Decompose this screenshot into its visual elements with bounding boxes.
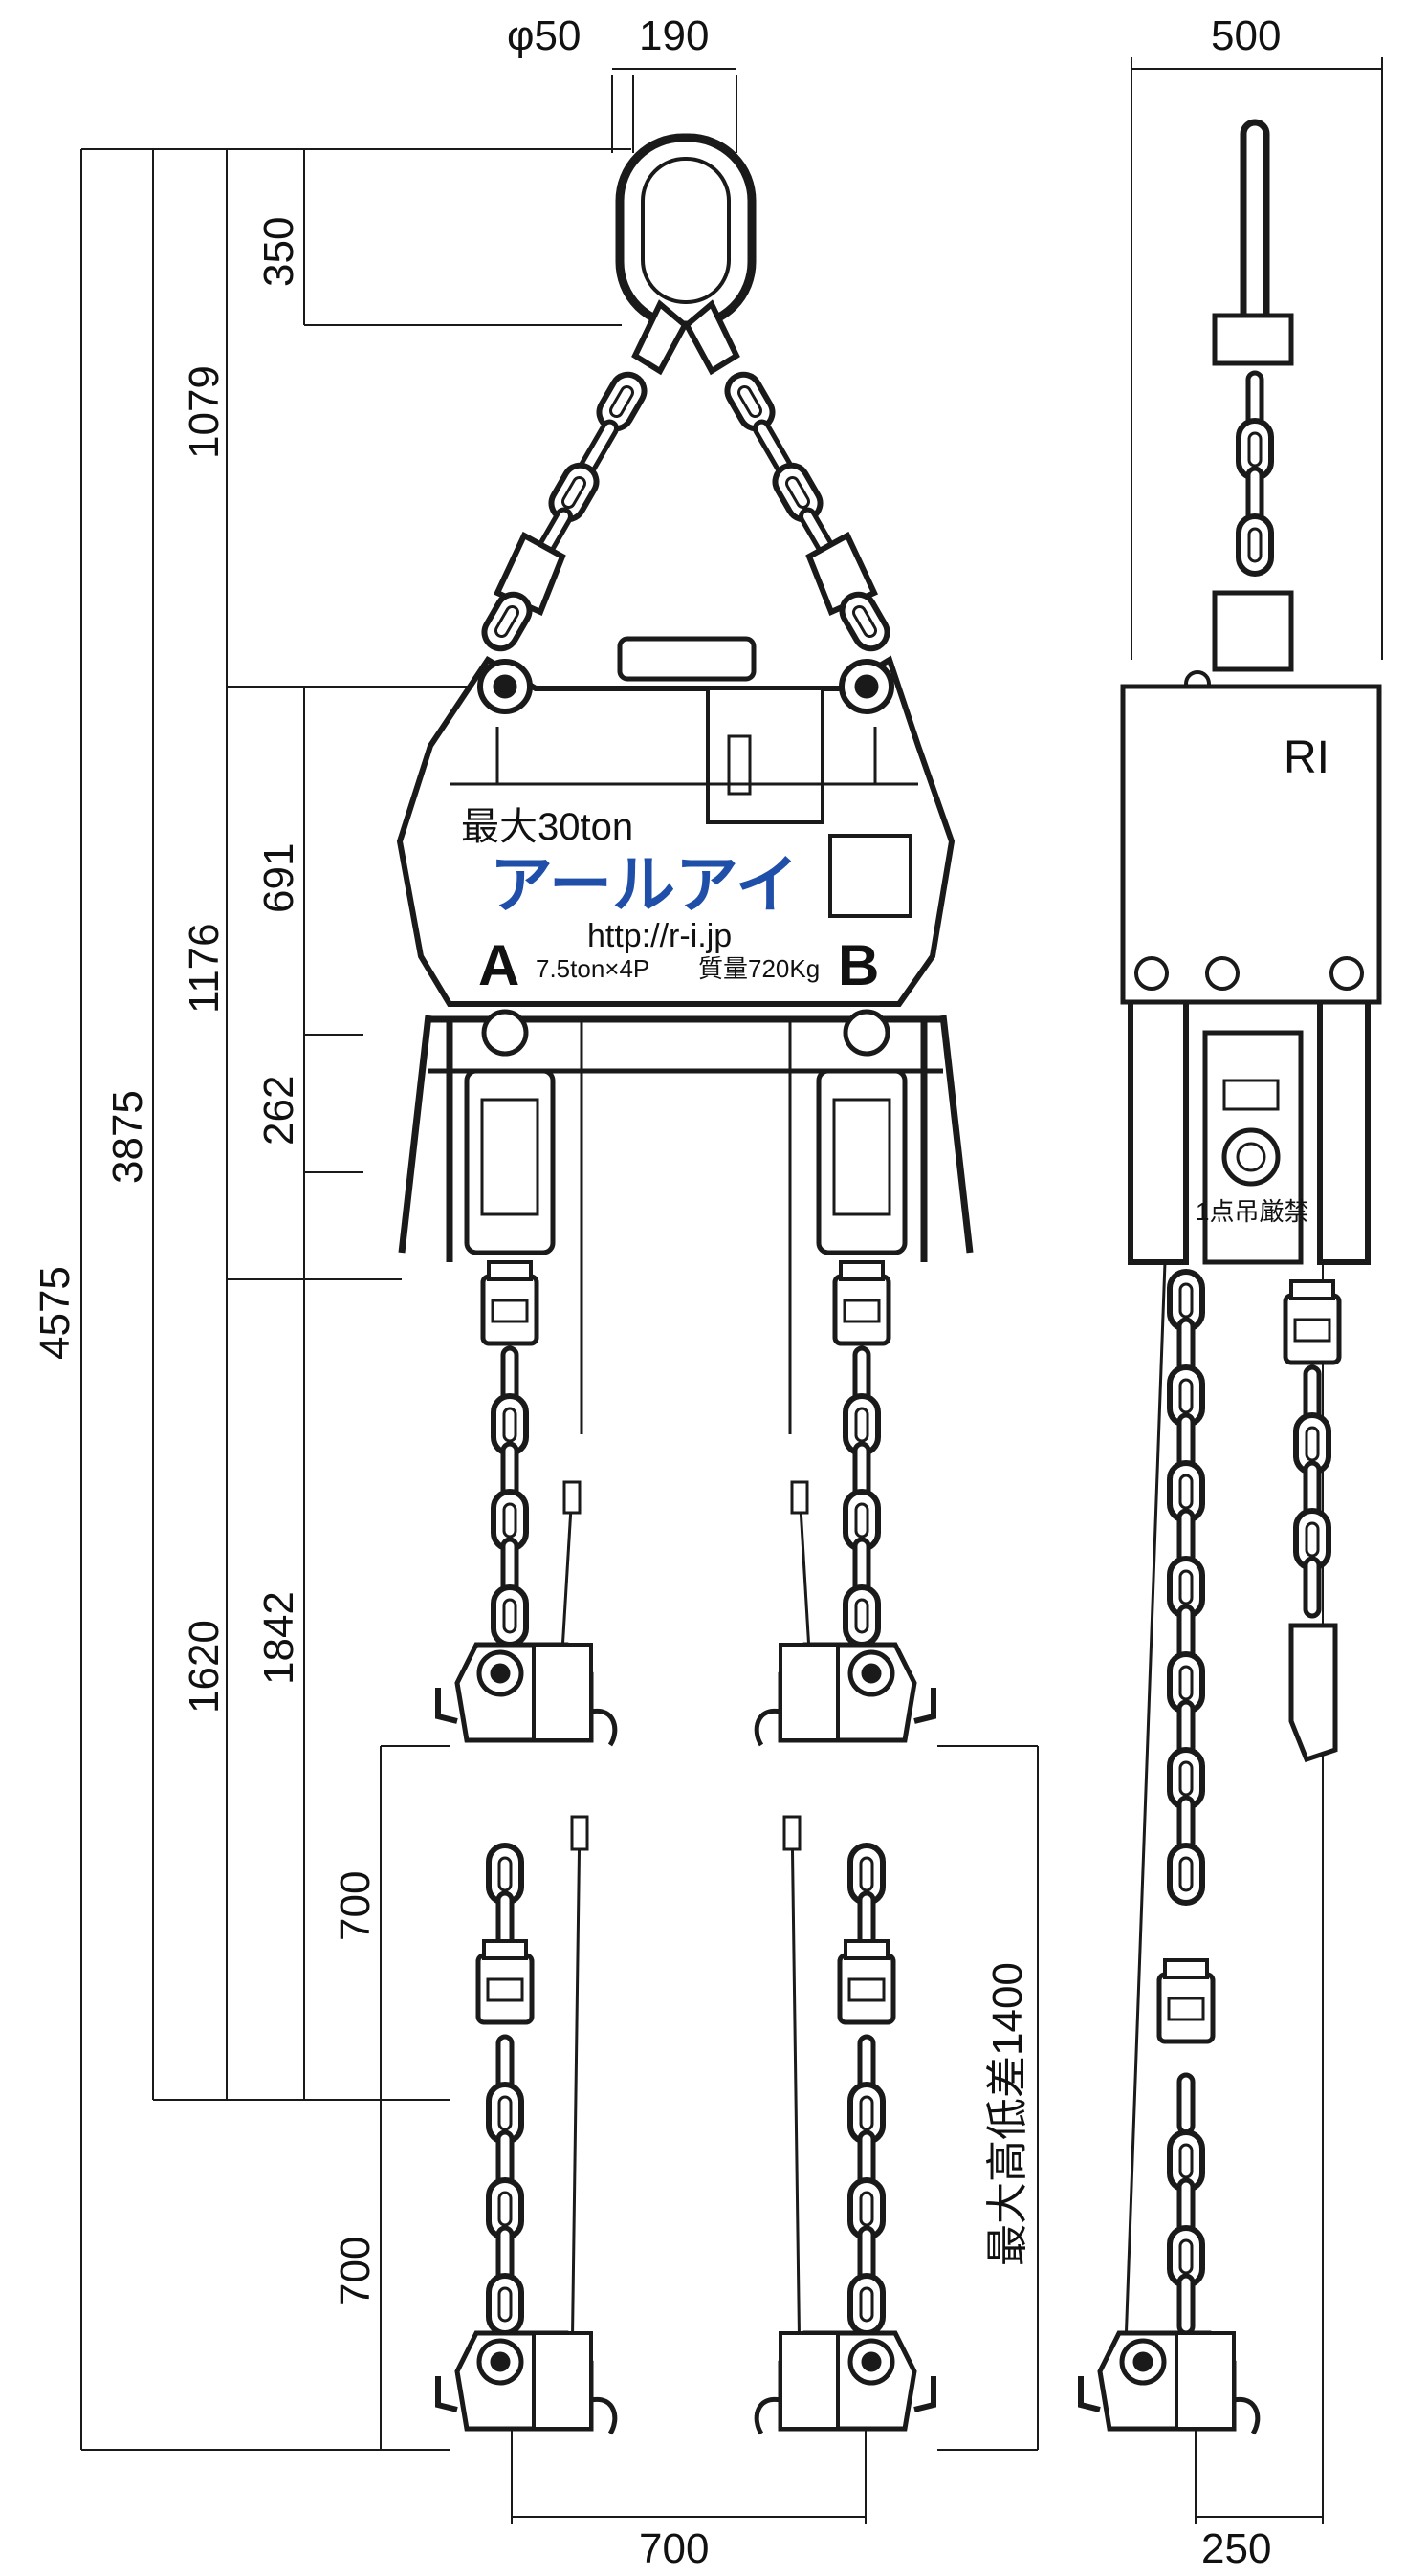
hoist-unit-a [464,1009,556,1343]
hook-block-a-upper [438,1645,615,1745]
dim-stroke-lower: 700 [332,2237,379,2306]
brand-logo: アールアイ [490,848,799,922]
hoist-body-labels: 最大30ton アールアイ http://r-i.jp A B 7.5ton×4… [461,806,879,997]
left-sling-chain [478,369,649,655]
hook-block-b-lower [757,2333,934,2434]
side-chain-long [1159,1272,1213,2333]
dim-body-height: 691 [255,843,302,913]
side-chain-short [1285,1281,1339,1616]
chain-a-upper [494,1348,526,1645]
dim-ring-width: 190 [639,12,709,59]
side-a-label: A [478,933,519,997]
dim-side-offset: 250 [1201,2525,1271,2572]
side-view: RI 1点吊厳禁 [1081,119,1382,2434]
website-url: http://r-i.jp [587,918,732,954]
dim-ring-height: 350 [255,217,302,287]
dimension-lines [80,57,1383,2524]
dim-stroke-upper: 700 [332,1871,379,1941]
side-hook-block-lower [1081,2333,1258,2434]
front-view [396,133,974,2434]
dim-pin-diameter: φ50 [507,12,581,59]
dim-hook-reach-b: 1842 [255,1591,302,1685]
max-capacity-label: 最大30ton [461,806,633,848]
dim-hook-spacing: 700 [639,2525,709,2572]
dim-overall-length: 4575 [32,1266,78,1360]
side-b-label: B [838,933,879,997]
chain-b-upper [846,1348,878,1645]
hook-block-a-lower [438,2333,615,2434]
hoist-unit-b [816,1009,908,1343]
hook-block-b-upper [757,1645,934,1745]
dimension-labels: φ50 190 500 350 1079 691 4575 3875 1176 … [32,12,1281,2572]
dim-side-width: 500 [1211,12,1281,59]
side-body [1120,684,1382,1005]
rating-label: 7.5ton×4P [536,954,649,983]
dim-ring-to-body: 1079 [181,365,228,459]
side-warning-label: 1点吊厳禁 [1196,1197,1308,1226]
dim-hook-reach-a: 1620 [181,1620,228,1714]
dim-body-to-frame: 1176 [181,923,228,1014]
dim-frame-drop: 262 [255,1076,302,1146]
side-master-ring [1240,119,1270,346]
side-hook-upper [1288,1623,1338,1763]
mass-label: 質量720Kg [698,954,820,983]
dim-min-length: 3875 [104,1090,151,1184]
dim-max-height-difference: 最大高低差1400 [984,1962,1031,2266]
chain-a-lower [478,1845,532,2333]
chain-b-lower [840,1845,893,2333]
right-sling-chain [721,369,892,655]
side-logo-mark: RI [1284,732,1329,783]
